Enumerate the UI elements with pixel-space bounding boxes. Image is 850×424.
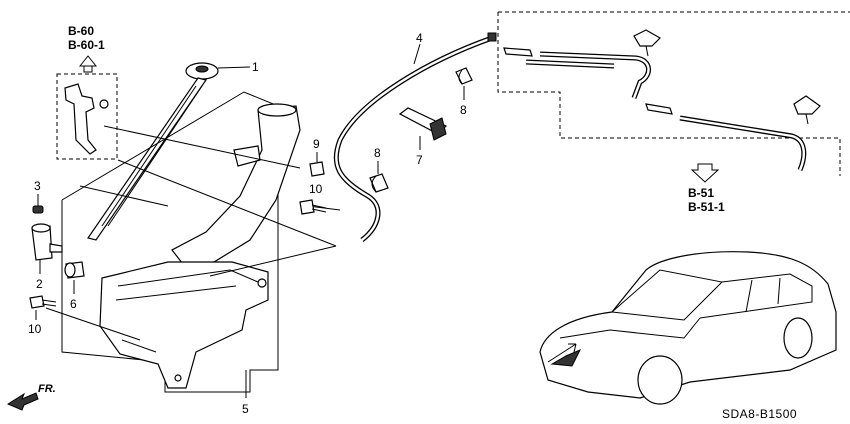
callout-10b[interactable]: 10 bbox=[309, 182, 323, 196]
direction-label: FR. bbox=[38, 383, 56, 395]
filler-opening bbox=[257, 103, 297, 117]
callout-8a[interactable]: 8 bbox=[460, 103, 467, 117]
nozzle-hose-lower bbox=[679, 115, 807, 171]
up-arrow-icon bbox=[78, 55, 98, 73]
ref-b60[interactable]: B-60 bbox=[68, 24, 94, 38]
tank-mount-hole bbox=[257, 278, 267, 288]
car-hood-line bbox=[559, 317, 701, 339]
ref-b60-1[interactable]: B-60-1 bbox=[68, 38, 105, 52]
callout-8b[interactable]: 8 bbox=[374, 146, 381, 160]
front-arrow-icon bbox=[6, 392, 39, 411]
bracket-dashed-box bbox=[56, 73, 118, 160]
ref-b51-1[interactable]: B-51-1 bbox=[688, 200, 725, 214]
callout-1[interactable]: 1 bbox=[252, 60, 259, 74]
direction-indicator: FR. bbox=[6, 383, 56, 411]
callout-2[interactable]: 2 bbox=[36, 277, 43, 291]
flange-nut bbox=[309, 161, 325, 177]
nozzle-dashed-box bbox=[497, 11, 850, 176]
nozzle-hose-mid-inner bbox=[525, 60, 615, 68]
callout-9[interactable]: 9 bbox=[313, 137, 320, 151]
callout-7[interactable]: 7 bbox=[416, 153, 423, 167]
cap-knob bbox=[195, 65, 209, 73]
pump-group: 3 2 6 10 9 10 bbox=[28, 137, 327, 336]
bracket-clip bbox=[99, 99, 109, 109]
joint-ring bbox=[64, 262, 76, 278]
down-arrow-icon bbox=[690, 163, 720, 183]
car-front-wheel bbox=[637, 355, 683, 405]
filler-neck bbox=[171, 105, 301, 269]
pump-top bbox=[31, 223, 51, 233]
guide-right-to-tank bbox=[209, 245, 337, 277]
guide-upper-to-right bbox=[117, 159, 337, 247]
leader-4 bbox=[413, 43, 421, 65]
nozzle-right-stem bbox=[805, 113, 809, 125]
car-illustration bbox=[539, 251, 837, 405]
reservoir-tank-group: 5 bbox=[61, 91, 301, 416]
bracket-reference-group: B-60 B-60-1 bbox=[56, 24, 118, 160]
car-side-windows bbox=[699, 273, 813, 319]
pump-outlet bbox=[49, 243, 63, 253]
diagram-code: SDA8-B1500 bbox=[722, 407, 797, 421]
callout-5[interactable]: 5 bbox=[242, 402, 249, 416]
hose-clip-lower bbox=[369, 173, 389, 193]
callout-6[interactable]: 6 bbox=[70, 297, 77, 311]
hose-end-fitting bbox=[487, 32, 497, 42]
washer-nozzle-right bbox=[793, 95, 821, 115]
dipstick-ribs bbox=[101, 85, 203, 227]
clip-upper-loop bbox=[458, 69, 463, 85]
nozzle-hose-lower-inner bbox=[679, 116, 805, 171]
tank-drain-hole bbox=[174, 374, 182, 382]
guide-bolt-to-tank bbox=[45, 307, 141, 341]
grommet bbox=[32, 205, 44, 214]
nozzle-hose-joint-right bbox=[645, 103, 673, 115]
guide-left-to-neck bbox=[79, 185, 169, 207]
nozzle-reference-group: B-51 B-51-1 bbox=[497, 11, 850, 214]
cap-and-dipstick: 1 bbox=[87, 60, 259, 241]
nozzle-hose-upper bbox=[539, 51, 651, 99]
car-reservoir-marker bbox=[550, 349, 582, 367]
bolt-right-head bbox=[299, 199, 315, 215]
callout-10a[interactable]: 10 bbox=[28, 322, 42, 336]
mounting-bracket bbox=[64, 83, 97, 155]
hose-clip-upper bbox=[455, 67, 473, 85]
callout-3[interactable]: 3 bbox=[34, 179, 41, 193]
bolt-left-shank bbox=[41, 299, 57, 307]
guide-bracket-to-tank bbox=[103, 125, 301, 169]
car-location-arrow bbox=[547, 343, 577, 363]
nozzle-hose-joint-left bbox=[503, 47, 533, 57]
car-window-pillars bbox=[745, 277, 781, 313]
washer-hose-inner bbox=[335, 36, 493, 241]
ref-b51[interactable]: B-51 bbox=[688, 186, 714, 200]
joint-collar bbox=[429, 117, 447, 141]
car-rear-wheel bbox=[783, 317, 813, 359]
tank-body bbox=[99, 261, 269, 389]
nozzle-left-stem bbox=[645, 45, 649, 57]
bolt-right-shank bbox=[311, 204, 327, 213]
hose-group: 4 7 8 8 bbox=[333, 31, 497, 242]
callout-4[interactable]: 4 bbox=[416, 31, 423, 45]
tank-upper-tab bbox=[233, 145, 261, 167]
washer-nozzle-left bbox=[633, 29, 661, 47]
car-body bbox=[539, 251, 837, 399]
assembly-guides bbox=[45, 125, 341, 341]
bolt-left-head bbox=[29, 295, 45, 309]
washer-hose bbox=[333, 35, 493, 242]
tank-bounding-outline bbox=[61, 91, 279, 393]
tank-contours bbox=[115, 269, 259, 353]
nozzle-hose-upper-inner bbox=[539, 52, 650, 99]
clip-lower-loop bbox=[371, 175, 377, 193]
leader-1 bbox=[217, 66, 251, 69]
